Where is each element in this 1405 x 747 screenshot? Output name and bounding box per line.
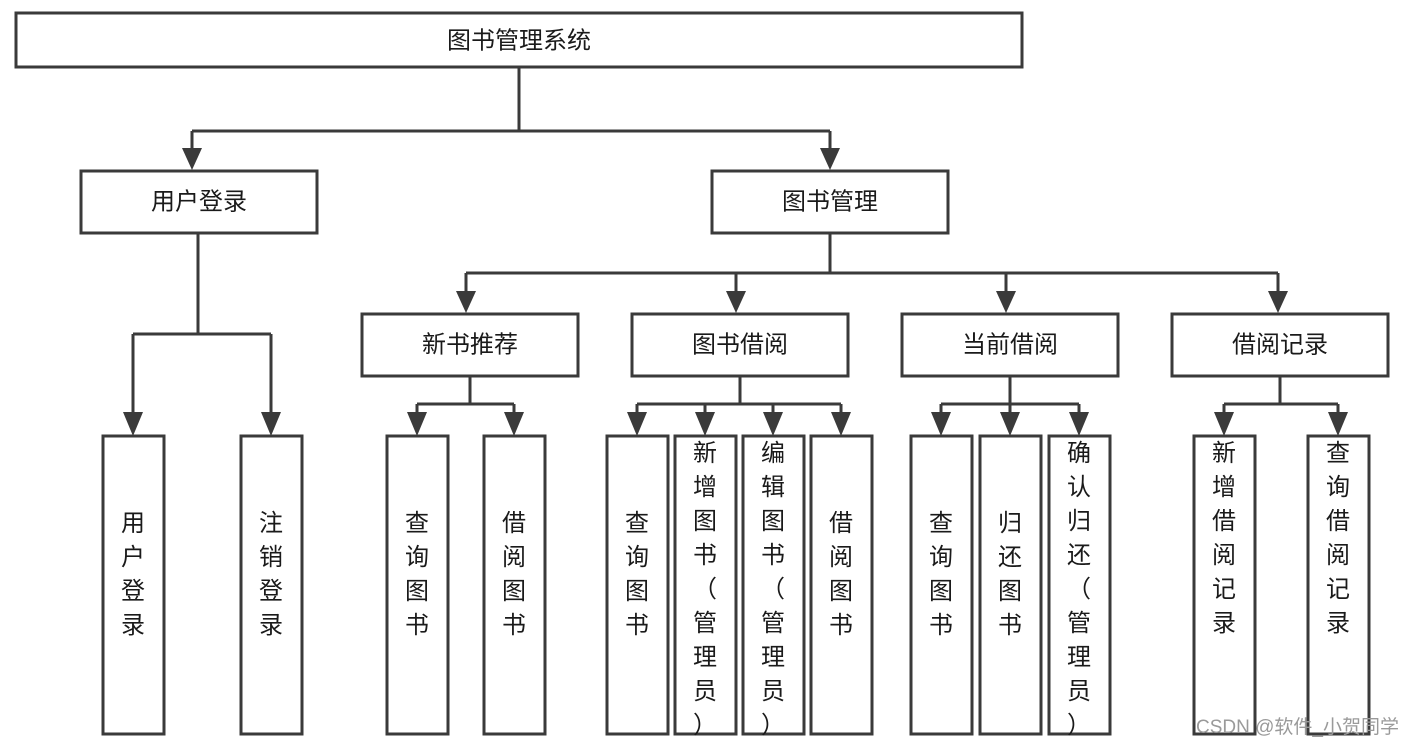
connector-group-current xyxy=(931,376,1089,436)
node-book-management[interactable]: 图书管理 xyxy=(710,169,950,235)
arrow-head-book-mgmt-to-record xyxy=(1268,291,1288,313)
node-root-box xyxy=(14,11,1024,69)
node-leaf-confirm-return-admin-label: 确认归还（管理员） xyxy=(1067,440,1091,739)
node-book-borrow-box xyxy=(630,312,850,378)
arrow-head-borrow-leaf-2 xyxy=(695,412,715,436)
arrow-head-borrow-leaf-1 xyxy=(627,412,647,436)
node-leaf-query-borrow-record[interactable]: 查询借阅记录 xyxy=(1306,434,1371,736)
node-current-borrow[interactable]: 当前借阅 xyxy=(900,312,1120,378)
node-leaf-add-book-admin-box xyxy=(673,434,738,736)
connector-group-root xyxy=(182,67,840,170)
node-leaf-edit-book-admin[interactable]: 编辑图书（管理员） xyxy=(741,434,806,739)
arrow-head-book-mgmt-to-current xyxy=(996,291,1016,313)
node-leaf-query-borrow-record-label: 查询借阅记录 xyxy=(1326,440,1350,637)
node-new-book-recommend-box xyxy=(360,312,580,378)
node-current-borrow-box xyxy=(900,312,1120,378)
node-leaf-return-book-box xyxy=(978,434,1043,736)
node-leaf-confirm-return-admin-box xyxy=(1047,434,1112,736)
node-leaf-query-borrow-record-box xyxy=(1306,434,1371,736)
node-leaf-logout-box xyxy=(239,434,304,736)
node-borrow-record[interactable]: 借阅记录 xyxy=(1170,312,1390,378)
node-leaf-edit-book-admin-box xyxy=(741,434,806,736)
arrow-head-root-to-book-mgmt xyxy=(820,148,840,170)
node-leaf-user-login-label: 用户登录 xyxy=(121,510,145,639)
node-leaf-query-book-3-label: 查询图书 xyxy=(929,510,953,639)
node-leaf-return-book-label: 归还图书 xyxy=(998,510,1022,639)
arrow-head-new-book-leaf-2 xyxy=(504,412,524,436)
node-book-management-box xyxy=(710,169,950,235)
node-root-label: 图书管理系统 xyxy=(447,27,591,54)
connector-group-new-book xyxy=(407,376,524,436)
node-leaf-query-book-2-box xyxy=(605,434,670,736)
node-leaf-add-borrow-record-label: 新增借阅记录 xyxy=(1212,440,1236,637)
node-leaf-logout-label: 注销登录 xyxy=(259,510,283,639)
node-user-login-box xyxy=(79,169,319,235)
node-book-borrow-label: 图书借阅 xyxy=(692,331,788,358)
arrow-head-current-leaf-3 xyxy=(1069,412,1089,436)
node-leaf-query-book-3[interactable]: 查询图书 xyxy=(909,434,974,736)
arrow-head-new-book-leaf-1 xyxy=(407,412,427,436)
node-leaf-query-book-1-label: 查询图书 xyxy=(405,510,429,639)
node-leaf-edit-book-admin-label: 编辑图书（管理员） xyxy=(761,440,785,739)
arrow-head-book-mgmt-to-borrow xyxy=(726,291,746,313)
node-leaf-borrow-book-2-box xyxy=(809,434,874,736)
node-leaf-add-book-admin[interactable]: 新增图书（管理员） xyxy=(673,434,738,739)
node-leaf-add-borrow-record[interactable]: 新增借阅记录 xyxy=(1192,434,1257,736)
connector-group-borrow xyxy=(627,376,851,436)
arrow-head-current-leaf-1 xyxy=(931,412,951,436)
node-current-borrow-label: 当前借阅 xyxy=(962,331,1058,358)
node-root-book-management-system[interactable]: 图书管理系统 xyxy=(14,11,1024,69)
node-new-book-recommend[interactable]: 新书推荐 xyxy=(360,312,580,378)
node-leaf-borrow-book-2[interactable]: 借阅图书 xyxy=(809,434,874,736)
node-leaf-query-book-2-label: 查询图书 xyxy=(625,510,649,639)
node-leaf-confirm-return-admin[interactable]: 确认归还（管理员） xyxy=(1047,434,1112,739)
node-leaf-query-book-2[interactable]: 查询图书 xyxy=(605,434,670,736)
node-borrow-record-label: 借阅记录 xyxy=(1232,331,1328,358)
csdn-watermark: CSDN @软件_小贺同学 xyxy=(1196,716,1399,738)
node-leaf-borrow-book-2-label: 借阅图书 xyxy=(829,510,853,639)
arrow-head-root-to-user-login xyxy=(182,148,202,170)
node-leaf-query-book-1-box xyxy=(385,434,450,736)
node-borrow-record-box xyxy=(1170,312,1390,378)
arrow-head-record-leaf-2 xyxy=(1328,412,1348,436)
node-leaf-logout[interactable]: 注销登录 xyxy=(239,434,304,736)
node-leaf-user-login[interactable]: 用户登录 xyxy=(101,434,166,736)
node-leaf-borrow-book-1[interactable]: 借阅图书 xyxy=(482,434,547,736)
node-book-borrow[interactable]: 图书借阅 xyxy=(630,312,850,378)
connector-group-user-login xyxy=(123,233,281,436)
node-leaf-return-book[interactable]: 归还图书 xyxy=(978,434,1043,736)
node-book-management-label: 图书管理 xyxy=(782,188,878,215)
node-leaf-add-book-admin-label: 新增图书（管理员） xyxy=(693,440,717,739)
arrow-head-user-login-leaf-1 xyxy=(123,412,143,436)
arrow-head-user-login-leaf-2 xyxy=(261,412,281,436)
node-user-login-label: 用户登录 xyxy=(151,188,247,215)
connector-group-record xyxy=(1214,376,1348,436)
arrow-head-current-leaf-2 xyxy=(1000,412,1020,436)
connector-group-book-mgmt xyxy=(456,233,1288,313)
node-leaf-borrow-book-1-label: 借阅图书 xyxy=(502,510,526,639)
node-leaf-add-borrow-record-box xyxy=(1192,434,1257,736)
node-user-login[interactable]: 用户登录 xyxy=(79,169,319,235)
arrow-head-record-leaf-1 xyxy=(1214,412,1234,436)
node-new-book-recommend-label: 新书推荐 xyxy=(422,331,518,358)
node-leaf-query-book-3-box xyxy=(909,434,974,736)
node-leaf-user-login-box xyxy=(101,434,166,736)
arrow-head-book-mgmt-to-new-book xyxy=(456,291,476,313)
arrow-head-borrow-leaf-4 xyxy=(831,412,851,436)
arrow-head-borrow-leaf-3 xyxy=(763,412,783,436)
node-leaf-borrow-book-1-box xyxy=(482,434,547,736)
node-leaf-query-book-1[interactable]: 查询图书 xyxy=(385,434,450,736)
